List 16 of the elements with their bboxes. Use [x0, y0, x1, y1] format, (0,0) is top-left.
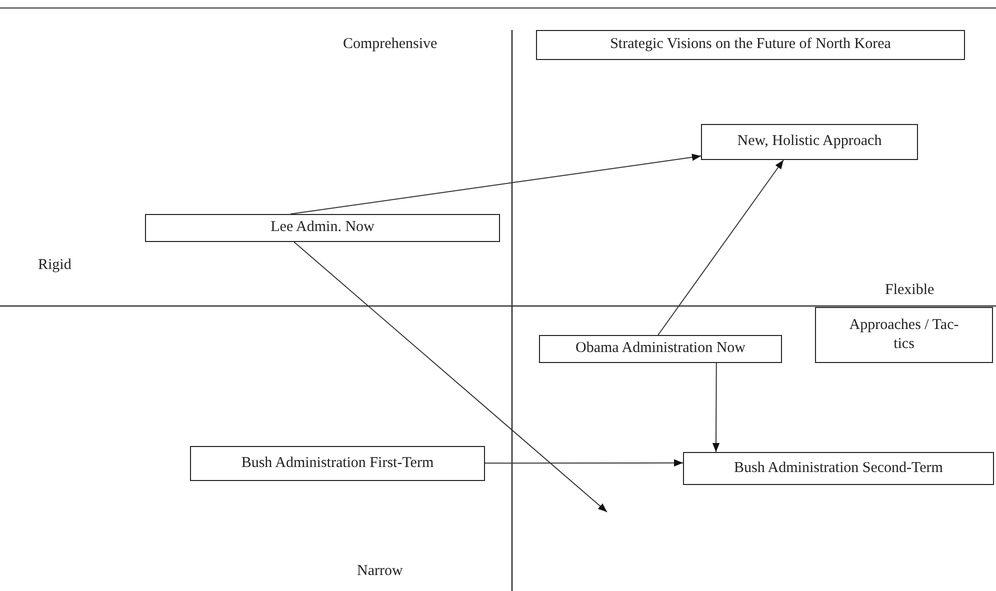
label-box: Strategic Visions on the Future of North Korea [536, 30, 965, 60]
label-box: Bush Administration Second-Term [683, 452, 994, 485]
label-box: Lee Admin. Now [145, 214, 500, 242]
arrow [294, 242, 608, 512]
arrow [658, 160, 784, 336]
axis-label: Narrow [357, 563, 403, 580]
axis-label: Flexible [885, 282, 934, 299]
label-box: Approaches / Tac- tics [815, 307, 993, 363]
label-box: Obama Administration Now [539, 335, 782, 363]
axis-label: Rigid [38, 257, 72, 274]
arrow [484, 459, 684, 466]
arrow [290, 154, 702, 214]
label-box: New, Holistic Approach [701, 124, 918, 160]
label-box: Bush Administration First-Term [190, 446, 485, 481]
arrow [712, 362, 720, 452]
axis-label: Comprehensive [343, 36, 438, 53]
